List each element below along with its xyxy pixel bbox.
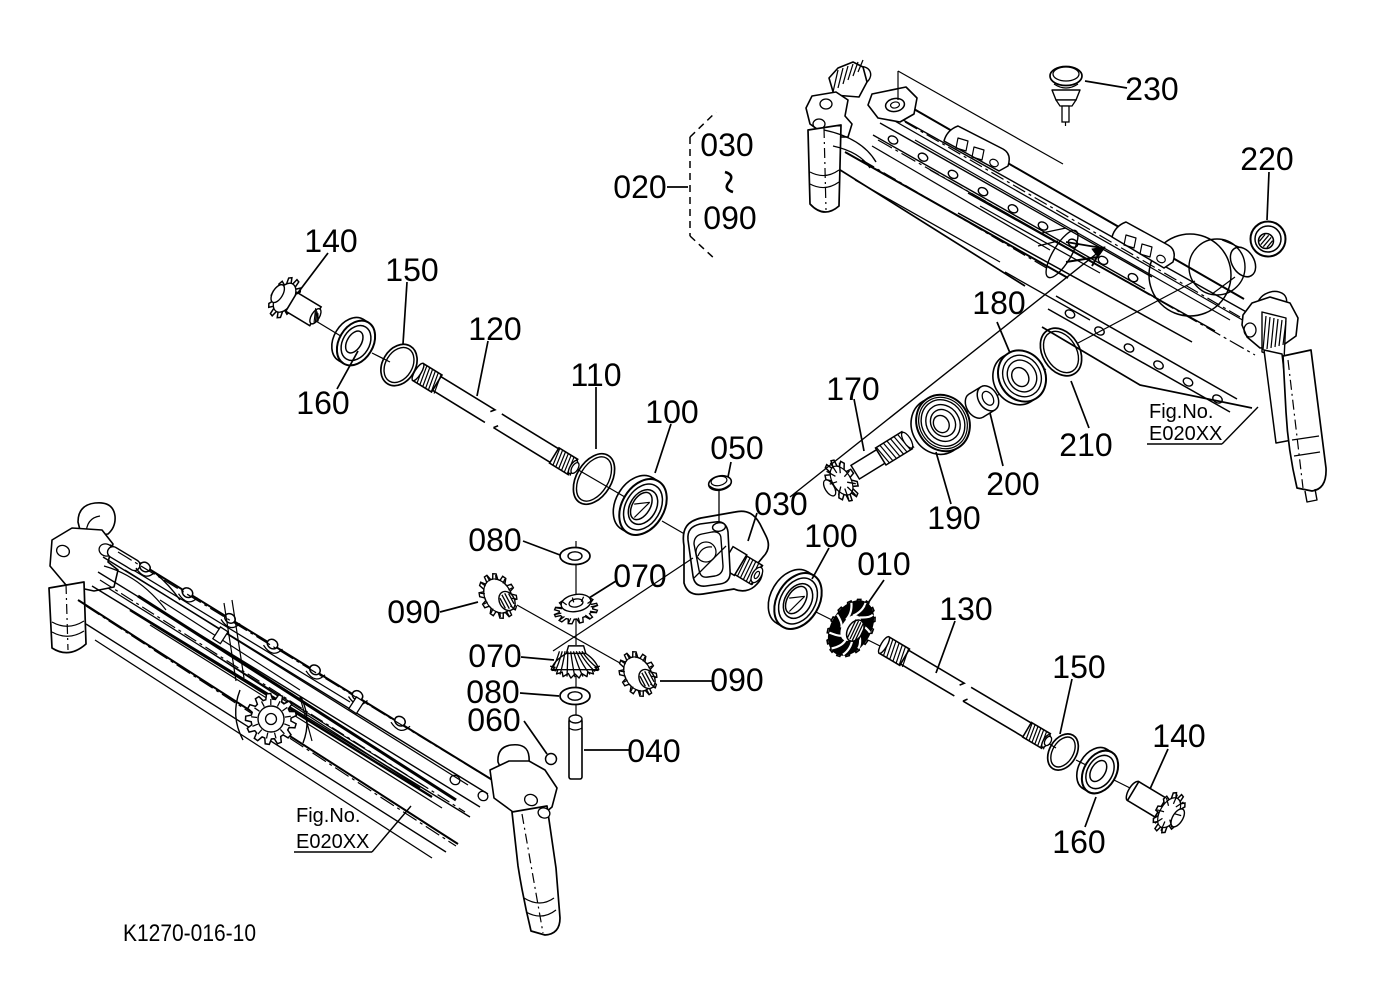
svg-text:080: 080 [468, 522, 521, 558]
svg-text:120: 120 [468, 311, 521, 347]
svg-text:230: 230 [1125, 71, 1178, 107]
svg-text:220: 220 [1240, 141, 1293, 177]
svg-text:E020XX: E020XX [1149, 423, 1222, 445]
svg-text:180: 180 [972, 285, 1025, 321]
svg-text:080: 080 [466, 674, 519, 710]
svg-text:Fig.No.: Fig.No. [296, 805, 360, 827]
svg-text:K1270-016-10: K1270-016-10 [123, 920, 256, 947]
svg-text:040: 040 [627, 733, 680, 769]
svg-text:E020XX: E020XX [296, 831, 369, 853]
svg-text:070: 070 [468, 638, 521, 674]
svg-text:190: 190 [927, 500, 980, 536]
svg-text:140: 140 [1152, 718, 1205, 754]
svg-text:160: 160 [1052, 824, 1105, 860]
svg-text:070: 070 [613, 558, 666, 594]
svg-text:030: 030 [754, 486, 807, 522]
svg-text:100: 100 [645, 394, 698, 430]
svg-text:160: 160 [296, 385, 349, 421]
svg-text:030: 030 [700, 127, 753, 163]
svg-text:170: 170 [826, 371, 879, 407]
svg-text:010: 010 [857, 546, 910, 582]
svg-text:140: 140 [304, 223, 357, 259]
svg-text:060: 060 [467, 702, 520, 738]
svg-text:110: 110 [570, 357, 621, 393]
svg-text:090: 090 [387, 594, 440, 630]
svg-text:Fig.No.: Fig.No. [1149, 401, 1213, 423]
svg-text:150: 150 [385, 252, 438, 288]
svg-text:100: 100 [804, 518, 857, 554]
svg-text:050: 050 [710, 430, 763, 466]
svg-text:210: 210 [1059, 427, 1112, 463]
svg-text:020: 020 [613, 169, 666, 205]
svg-text:150: 150 [1052, 649, 1105, 685]
svg-text:090: 090 [710, 662, 763, 698]
svg-text:130: 130 [939, 591, 992, 627]
svg-text:090: 090 [703, 200, 756, 236]
svg-text:200: 200 [986, 466, 1039, 502]
